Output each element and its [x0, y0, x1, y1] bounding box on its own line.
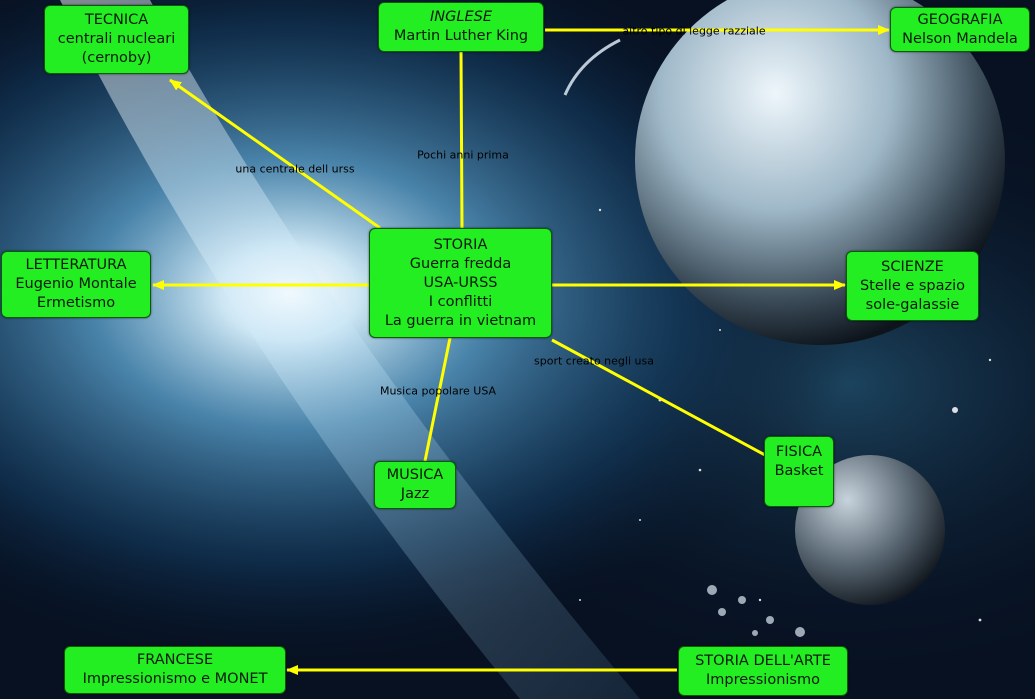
node-storia-line-4: I conflitti	[429, 293, 492, 312]
node-storia-line-1: STORIA	[434, 236, 488, 255]
node-musica-line-1: MUSICA	[387, 466, 444, 485]
node-inglese[interactable]: INGLESE Martin Luther King	[378, 2, 544, 52]
node-storia-line-2: Guerra fredda	[410, 255, 511, 274]
node-storia-arte-line-1: STORIA DELL'ARTE	[695, 652, 831, 671]
link-label-musica: Musica popolare USA	[379, 385, 497, 398]
link-label-inglese: Pochi anni prima	[416, 149, 510, 162]
link-center-tecnica	[170, 80, 380, 228]
node-scienze-line-3: sole-galassie	[866, 296, 960, 315]
node-tecnica[interactable]: TECNICA centrali nucleari (cernoby)	[44, 5, 189, 74]
node-letteratura[interactable]: LETTERATURA Eugenio Montale Ermetismo	[1, 251, 151, 318]
node-fisica-line-1: FISICA	[776, 443, 822, 462]
node-inglese-subject: INGLESE	[430, 8, 492, 27]
node-geografia[interactable]: GEOGRAFIA Nelson Mandela	[890, 7, 1030, 52]
node-francese[interactable]: FRANCESE Impressionismo e MONET	[64, 646, 286, 694]
node-storia-arte[interactable]: STORIA DELL'ARTE Impressionismo	[678, 646, 848, 696]
node-storia-arte-line-2: Impressionismo	[706, 671, 820, 690]
node-geografia-line-2: Nelson Mandela	[902, 30, 1018, 49]
node-musica-line-2: Jazz	[401, 485, 429, 504]
link-center-inglese	[461, 52, 462, 228]
node-scienze-line-2: Stelle e spazio	[860, 277, 965, 296]
node-francese-line-2: Impressionismo e MONET	[83, 670, 268, 689]
node-storia-line-3: USA-URSS	[423, 274, 497, 293]
node-tecnica-line-1: TECNICA	[85, 11, 148, 30]
node-inglese-topic: Martin Luther King	[394, 27, 528, 46]
node-musica[interactable]: MUSICA Jazz	[374, 461, 456, 509]
node-letteratura-line-1: LETTERATURA	[25, 256, 126, 275]
node-geografia-line-1: GEOGRAFIA	[918, 11, 1003, 30]
node-tecnica-line-2: centrali nucleari	[58, 30, 175, 49]
link-label-geografia: altro tipo di legge razziale	[621, 25, 766, 38]
node-francese-line-1: FRANCESE	[137, 651, 213, 670]
node-tecnica-line-3: (cernoby)	[82, 49, 152, 68]
link-center-musica	[425, 338, 450, 461]
node-fisica[interactable]: FISICA Basket	[764, 436, 834, 507]
link-label-fisica: sport creato negli usa	[533, 355, 655, 368]
link-label-tecnica: una centrale dell urss	[234, 163, 355, 176]
node-scienze-line-1: SCIENZE	[881, 258, 944, 277]
node-scienze[interactable]: SCIENZE Stelle e spazio sole-galassie	[846, 251, 979, 321]
node-letteratura-line-2: Eugenio Montale	[15, 275, 136, 294]
node-storia[interactable]: STORIA Guerra fredda USA-URSS I conflitt…	[369, 228, 552, 338]
node-letteratura-line-3: Ermetismo	[37, 294, 115, 313]
node-fisica-line-2: Basket	[775, 462, 824, 481]
node-storia-line-5: La guerra in vietnam	[385, 312, 536, 331]
